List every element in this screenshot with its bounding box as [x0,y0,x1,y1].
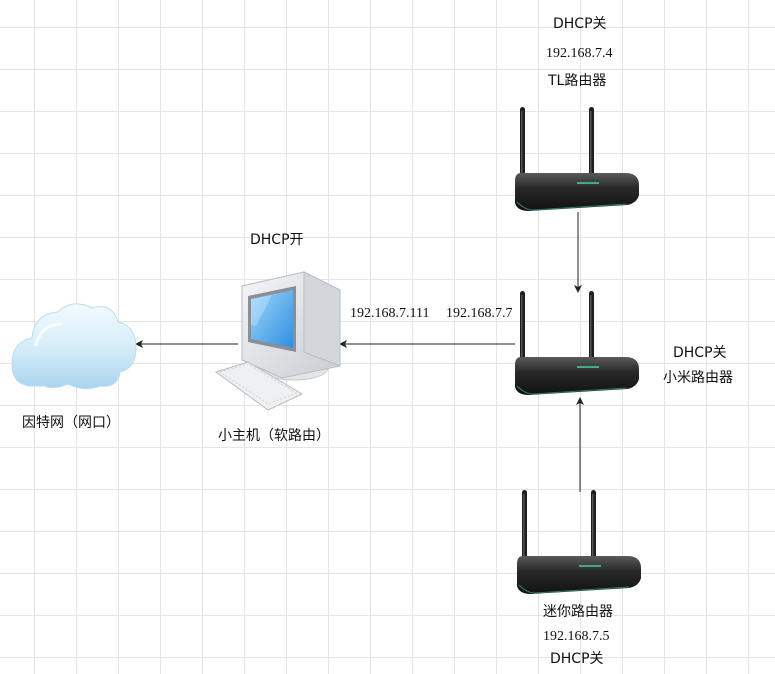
tl-router-name-label: TL路由器 [548,73,607,89]
internet-label: 因特网（网口） [22,415,120,431]
mini-router-icon [516,489,642,595]
mini-router-name-label: 迷你路由器 [543,604,613,620]
host-ip-label: 192.168.7.111 [350,306,430,321]
mi-router-ip-label: 192.168.7.7 [446,306,513,321]
tl-router-icon [514,106,640,212]
tl-router-dhcp-label: DHCP关 [553,16,607,32]
tl-router-ip-label: 192.168.7.4 [546,46,613,61]
mini-router-ip-label: 192.168.7.5 [543,629,610,644]
mini-router-dhcp-label: DHCP关 [550,651,604,667]
host-dhcp-label: DHCP开 [250,232,304,248]
host-computer-icon [214,271,341,411]
mi-router-dhcp-label: DHCP关 [673,345,727,361]
mi-router-icon [514,290,640,396]
mi-router-name-label: 小米路由器 [663,370,733,386]
internet-cloud-icon [11,303,137,390]
host-name-label: 小主机（软路由） [218,428,330,444]
